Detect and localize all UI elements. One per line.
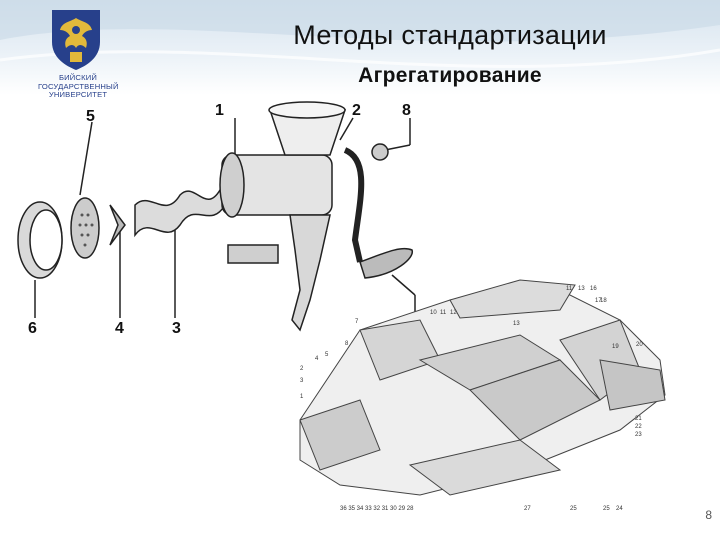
svg-text:25: 25 [570, 506, 577, 512]
svg-text:16: 16 [590, 286, 597, 292]
grinder-label-3: 3 [172, 320, 181, 337]
svg-text:11: 11 [440, 310, 447, 316]
svg-text:10: 10 [430, 310, 437, 316]
grinder-label-6: 6 [28, 320, 37, 337]
svg-text:12: 12 [450, 310, 457, 316]
grinder-label-4: 4 [115, 320, 124, 337]
svg-text:19: 19 [612, 344, 619, 350]
logo-line-1: БИЙСКИЙ [58, 73, 98, 82]
slide-title: Методы стандартизации [293, 20, 607, 50]
svg-text:11: 11 [566, 286, 573, 292]
grinder-label-2: 2 [352, 102, 361, 119]
svg-text:13: 13 [578, 286, 585, 292]
svg-text:13: 13 [513, 321, 520, 327]
logo-line-2: ГОСУДАРСТВЕННЫЙ [38, 81, 119, 91]
svg-text:22: 22 [635, 424, 642, 430]
grinder-label-1: 1 [215, 102, 224, 119]
grinder-label-5: 5 [86, 108, 95, 125]
svg-text:7: 7 [355, 319, 359, 325]
svg-text:36 35 34 33 32 31 30 29 28: 36 35 34 33 32 31 30 29 28 [340, 506, 414, 512]
slide-subtitle: Агрегатирование [358, 64, 542, 87]
page-number: 8 [705, 508, 712, 522]
svg-text:23: 23 [635, 432, 642, 438]
svg-text:21: 21 [635, 416, 642, 422]
svg-text:24: 24 [616, 506, 623, 512]
svg-text:1: 1 [300, 394, 304, 400]
svg-text:5: 5 [325, 352, 329, 358]
svg-text:20: 20 [636, 342, 643, 348]
svg-text:18: 18 [600, 298, 607, 304]
grinder-label-8: 8 [402, 102, 411, 119]
svg-text:3: 3 [300, 378, 304, 384]
svg-text:4: 4 [315, 356, 319, 362]
svg-text:27: 27 [524, 506, 531, 512]
svg-text:8: 8 [345, 341, 349, 347]
shield-icon [52, 10, 100, 70]
svg-text:25: 25 [603, 506, 610, 512]
svg-text:2: 2 [300, 366, 304, 372]
logo-line-3: УНИВЕРСИТЕТ [48, 90, 108, 100]
svg-text:17: 17 [595, 298, 602, 304]
